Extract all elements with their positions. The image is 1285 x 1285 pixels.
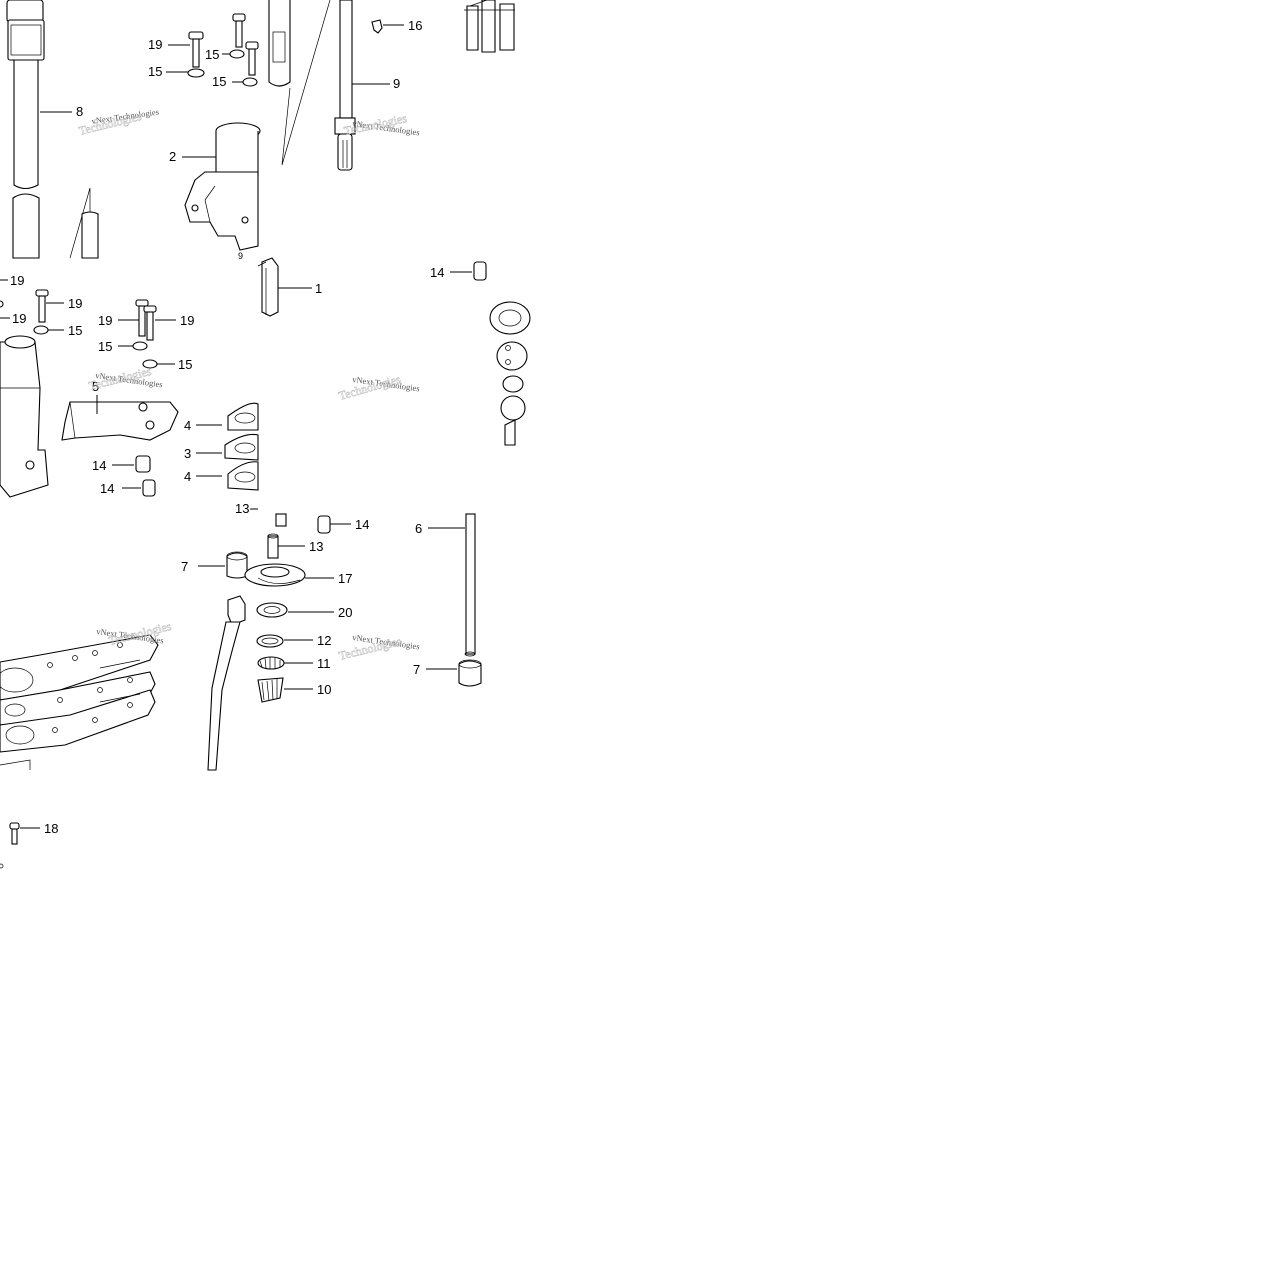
callout-9: 9 — [393, 76, 400, 91]
bolt-part-19 — [188, 31, 204, 68]
gasket-plates — [0, 634, 159, 770]
washer-part-15b — [229, 49, 245, 59]
tile-bottom-strip: 18 — [0, 821, 58, 869]
callout-12: 12 — [317, 633, 331, 648]
key-part-16 — [371, 19, 383, 34]
oil-seal-part-17 — [244, 563, 306, 587]
bushing-part-14c — [473, 261, 487, 281]
callout-5: 5 — [92, 379, 99, 394]
screw-part-18 — [9, 822, 20, 845]
callout-18: 18 — [44, 821, 58, 836]
callout-15e: 15 — [98, 339, 112, 354]
tile-middle-left: 19 19 19 15 19 19 15 — [0, 273, 259, 516]
tile-bottom-center: 14 13 17 20 12 11 — [244, 513, 420, 703]
bushing-part-14b — [142, 479, 156, 497]
callout-2: 2 — [169, 149, 176, 164]
tile-bottom-left: 7 vNext Technologies Technologies — [0, 551, 248, 771]
bushing-part-14d — [317, 515, 331, 534]
callout-8: 8 — [76, 104, 83, 119]
callout-7a: 7 — [181, 559, 188, 574]
pump-housing-part-2 — [184, 122, 261, 251]
water-tube-part-6 — [464, 513, 476, 657]
tile-top-middle: 9 16 vNext Technologies Technologies — [268, 0, 422, 171]
tile-center: 1 vNext Technologies Technologies — [257, 257, 420, 403]
shaft-upper — [268, 0, 331, 166]
tile-top-left: 8 19 15 15 15 — [6, 0, 261, 261]
callout-1: 1 — [315, 281, 322, 296]
callout-15d: 15 — [68, 323, 82, 338]
callout-4b: 4 — [184, 469, 191, 484]
bushing-part-14a — [135, 455, 151, 473]
bolt-part-19d — [135, 299, 157, 341]
pin-part-13 — [267, 533, 279, 559]
gaskets-part-3-4 — [224, 402, 259, 491]
pump-housing — [0, 335, 49, 498]
callout-19e: 19 — [180, 313, 194, 328]
callout-4a: 4 — [184, 418, 191, 433]
callout-11: 11 — [317, 656, 331, 671]
svg-text:9: 9 — [238, 251, 243, 261]
callout-19a: 19 — [10, 273, 24, 288]
callout-15: 15 — [148, 64, 162, 79]
callout-14a: 14 — [92, 458, 106, 473]
bushing-part-7a — [226, 551, 248, 579]
callout-13-partial: 13 — [235, 501, 249, 516]
pinion-gear-part-10 — [257, 677, 284, 703]
drive-shaft-part-9 — [334, 0, 356, 171]
bearing-stack — [489, 301, 531, 446]
callout-14c: 14 — [430, 265, 444, 280]
callout-14d: 14 — [355, 517, 369, 532]
tile-bottom-right: 6 7 — [413, 513, 482, 687]
callout-13: 13 — [309, 539, 323, 554]
ball-bearing-part-20 — [256, 602, 288, 618]
bolt-part-19c — [35, 289, 49, 323]
callout-19d: 19 — [98, 313, 112, 328]
callout-15c: 15 — [212, 74, 226, 89]
tube-part-1 — [257, 257, 279, 317]
callout-19b: 19 — [12, 311, 26, 326]
washer-part-15c — [242, 77, 258, 87]
callout-6: 6 — [415, 521, 422, 536]
bolt-part-19b — [232, 13, 259, 76]
callout-15b: 15 — [205, 47, 219, 62]
callout-16: 16 — [408, 18, 422, 33]
tile-middle-right: 14 — [430, 261, 531, 446]
grommet-part-7b — [458, 659, 482, 687]
callout-20: 20 — [338, 605, 352, 620]
callout-17: 17 — [338, 571, 352, 586]
impeller — [464, 0, 515, 53]
roller-bearing-part-11 — [257, 656, 285, 670]
tile-top-right — [464, 0, 515, 53]
cover-plate-part-5 — [61, 401, 179, 441]
washer-part-15 — [187, 68, 205, 78]
callout-19: 19 — [148, 37, 162, 52]
callout-19c: 19 — [68, 296, 82, 311]
water-tube-upper — [207, 595, 246, 771]
callout-7b: 7 — [413, 662, 420, 677]
drive-shaft-part-8 — [6, 0, 99, 259]
washer-part-15e — [132, 341, 148, 351]
svg-text:Technologies: Technologies — [87, 364, 153, 393]
washer-part-15d — [33, 325, 49, 335]
callout-14b: 14 — [100, 481, 114, 496]
callout-3: 3 — [184, 446, 191, 461]
callout-10: 10 — [317, 682, 331, 697]
shim-part-12 — [256, 634, 284, 648]
callout-15f: 15 — [178, 357, 192, 372]
